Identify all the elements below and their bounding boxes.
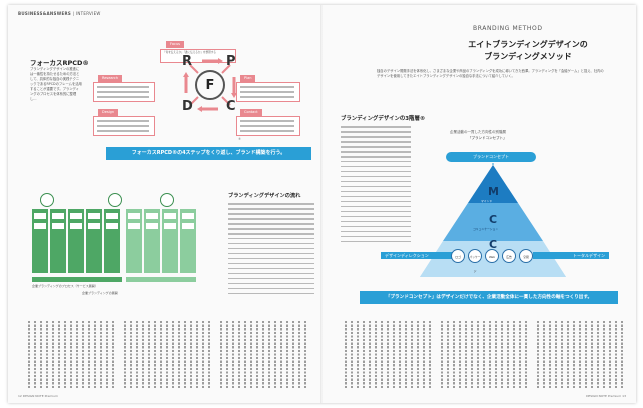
rpdc-arrows: [183, 58, 237, 112]
process-column-2: [50, 209, 66, 273]
process-mid-circle: [108, 193, 122, 207]
right-vertical-text: [345, 321, 630, 389]
research-tag: Research: [98, 75, 123, 82]
research-lines: [97, 86, 149, 100]
process-column-9: [180, 209, 196, 273]
contact-tag: Contact: [240, 109, 262, 116]
process-bar-light: [126, 277, 196, 282]
process-column-3: [68, 209, 84, 273]
process-column-1: [32, 209, 48, 273]
pyramid-caption: 企業活動の一貫した方向性の別階層: [450, 130, 506, 134]
left-page: BUSINESS&ANSWERS | INTERVIEW フォーカスRPCD® …: [8, 5, 321, 403]
research-box: [93, 82, 155, 102]
plan-box: [236, 82, 300, 102]
letter-p: P: [226, 54, 236, 69]
plan-tag: Plan: [240, 75, 256, 82]
process-column-7: [144, 209, 160, 273]
section2-body: [228, 203, 314, 301]
dot-space: 空間: [519, 249, 533, 263]
letter-c: C: [226, 99, 236, 114]
section1-body: ブランディングデザインの推進には一番性を持たせるための方法として、具体的な独自の…: [30, 67, 82, 101]
design-lines: [97, 120, 149, 134]
label-c: コミュニケーション: [473, 227, 499, 231]
left-vertical-text: [28, 321, 313, 389]
lead-text: 独自のデザイン開発手法を体系化し、さまざまな企業や商品のブランディングを成功に導…: [377, 69, 604, 78]
process-foot-left: 企業ブランディングのプロセス（サービス展開）: [32, 284, 98, 288]
gutter: [320, 5, 324, 403]
letter-d: D: [182, 99, 193, 114]
right-footer: DESIGN NOTE Premium 13: [586, 394, 626, 398]
letter-ci: C: [489, 238, 498, 251]
kicker: BRANDING METHOD: [473, 25, 543, 32]
focus-circle: F: [195, 70, 225, 100]
letter-c: C: [489, 213, 498, 226]
dot-ad: 広告: [502, 249, 516, 263]
dot-logo: ロゴ: [451, 249, 465, 263]
rpdc-diagram: R P D C F: [180, 54, 240, 115]
rpcd-banner: フォーカスRPCD®の4ステップをくり返し、ブランド構築を行う。: [106, 147, 311, 160]
process-end-circle: [160, 193, 174, 207]
focus-tag: Focus: [166, 41, 184, 48]
contact-lines: [240, 120, 294, 134]
letter-r: R: [182, 54, 193, 69]
section-title: ブランディングデザインの3階層®: [341, 116, 426, 122]
brand-concept-banner: 「ブランドコンセプト」はデザインだけでなく、企業活動全体に一貫した方向性の軸をつ…: [360, 291, 618, 304]
title-line1: エイトブランディングデザインの: [468, 40, 588, 49]
plan-lines: [240, 86, 294, 100]
total-design-band: トータルデザイン: [533, 252, 609, 259]
focus-note: 「何を伝えるか」「誰に伝えるか」を整理する: [163, 51, 217, 54]
process-diagram: 企業ブランディングのプロセス（サービス展開） 企業ブランディングの展開: [22, 193, 210, 297]
right-page: BRANDING METHOD エイトブランディングデザインの ブランディングメ…: [323, 5, 636, 403]
registered-mark: ®: [238, 137, 241, 141]
header-section: INTERVIEW: [75, 11, 101, 16]
design-direction-band: デザインディレクション: [381, 252, 457, 259]
label-m: マインド: [481, 199, 493, 203]
process-column-4: [86, 209, 102, 273]
process-column-5: [104, 209, 120, 273]
process-foot-right: 企業ブランディングの展開: [82, 291, 118, 295]
design-tag: Design: [98, 109, 119, 116]
section2-title: ブランディングデザインの流れ: [228, 193, 301, 199]
process-column-8: [162, 209, 178, 273]
letter-f: F: [205, 78, 215, 93]
pyramid-caption-2: 「ブランドコンセプト」: [468, 136, 507, 140]
section-body: [341, 126, 411, 296]
brand-concept-pill: ブランドコンセプト: [446, 152, 536, 162]
letter-m: M: [488, 185, 499, 198]
header-magazine: BUSINESS&ANSWERS: [18, 11, 72, 16]
process-start-circle: [40, 193, 54, 207]
left-page-header: BUSINESS&ANSWERS | INTERVIEW: [18, 11, 101, 16]
design-box: [93, 116, 155, 136]
left-footer: 12 DESIGN NOTE Premium: [18, 394, 58, 398]
magazine-spread: BUSINESS&ANSWERS | INTERVIEW フォーカスRPCD® …: [8, 5, 636, 403]
dot-web: Web: [485, 249, 499, 263]
dot-package: パッケージ: [468, 249, 482, 273]
process-column-6: [126, 209, 142, 273]
section1-title: フォーカスRPCD®: [30, 59, 89, 67]
title-line2: ブランディングメソッド: [484, 52, 572, 61]
process-bar-dark: [32, 277, 122, 282]
contact-box: [236, 116, 300, 136]
